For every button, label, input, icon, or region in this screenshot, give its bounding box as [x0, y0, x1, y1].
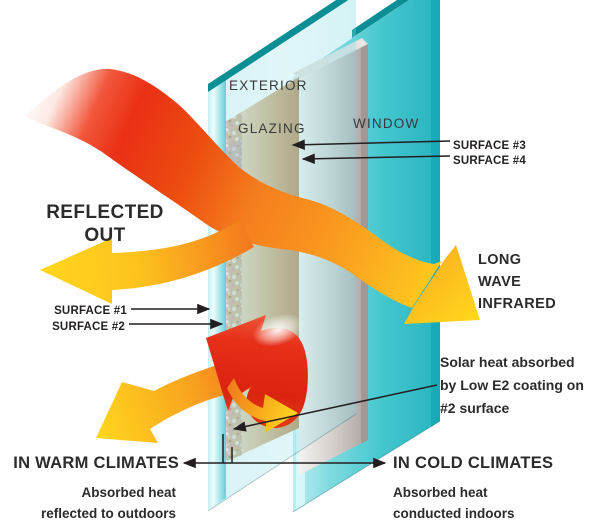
surface3-pointer-line	[291, 139, 451, 150]
window-label: WINDOW	[353, 116, 419, 131]
longwave-label-line3: INFRARED	[478, 296, 556, 312]
solar-note-line1: Solar heat absorbed	[440, 354, 575, 370]
longwave-label-line1: LONG	[478, 252, 522, 268]
window-pane-bottom-line	[292, 420, 441, 513]
cold-climates-line1: Absorbed heat	[393, 485, 488, 500]
solar-heat-ribbon	[25, 68, 442, 308]
warm-climates-line1: Absorbed heat	[81, 485, 176, 500]
exterior-label: EXTERIOR	[229, 78, 308, 93]
glazing-label: GLAZING	[238, 121, 306, 136]
reflected-out-label-line1: REFLECTED	[46, 202, 164, 223]
annotation-lines	[129, 139, 451, 469]
longwave-label-line2: WAVE	[478, 274, 521, 290]
warm-climates-title: IN WARM CLIMATES	[13, 454, 179, 472]
longwave-arrowhead	[404, 245, 480, 324]
surface1-label: SURFACE #1	[54, 305, 127, 317]
reflected-out-label-line2: OUT	[84, 225, 125, 246]
cold-climates-title: IN COLD CLIMATES	[393, 454, 553, 472]
window-pane-top-edge	[352, 0, 409, 38]
surface4-pointer-line	[301, 153, 451, 165]
surface4-label: SURFACE #4	[453, 155, 526, 167]
reflected-out-arrow	[40, 220, 254, 304]
reflected-outdoors-arrow	[96, 356, 256, 443]
solar-note-line2: by Low E2 coating on	[440, 377, 584, 393]
surface2-label: SURFACE #2	[52, 321, 125, 333]
solar-note-pointer-line	[232, 384, 438, 432]
surface3-label: SURFACE #3	[453, 140, 526, 152]
window-pane-right-edge	[431, 0, 440, 427]
cold-climates-line2: conducted indoors	[393, 506, 515, 520]
red-arrow-highlight	[252, 313, 304, 347]
solar-note-line3: #2 surface	[440, 400, 509, 416]
exterior-pane-top-edge	[208, 0, 349, 92]
labels: EXTERIOR GLAZING WINDOW SURFACE #3 SURFA…	[13, 78, 584, 520]
warm-climates-line2: reflected to outdoors	[41, 506, 176, 520]
